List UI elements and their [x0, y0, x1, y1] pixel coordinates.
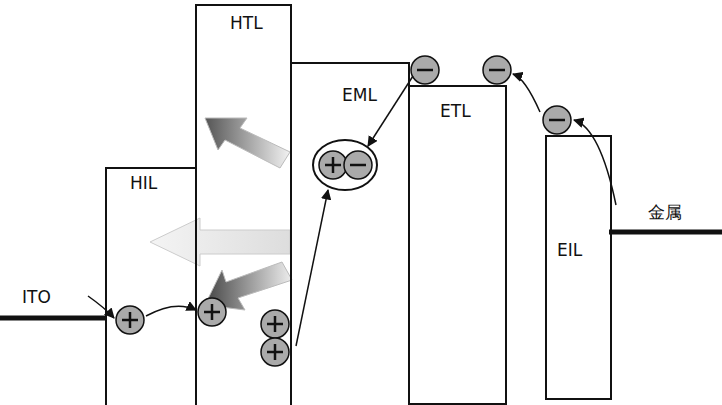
electrode-label: ITO [22, 288, 51, 307]
blocking-arrow [205, 118, 290, 168]
layer-label: EML [342, 86, 377, 105]
electron-particles [411, 56, 571, 134]
hil-layer: HIL [105, 167, 197, 405]
exciton-hole [319, 151, 347, 179]
etl-layer: ETL [408, 85, 507, 405]
layer-label: HIL [130, 174, 157, 193]
layer-label: HTL [230, 14, 263, 33]
htl-layer: HTL [195, 4, 292, 405]
blocking-arrow [150, 218, 290, 266]
layer-label: EIL [557, 241, 582, 260]
exciton-outline [313, 140, 377, 190]
eml-layer: EML [290, 62, 410, 405]
ito-electrode [0, 316, 106, 321]
electrode-label: 金属 [648, 203, 682, 222]
hole-particles [116, 298, 289, 366]
motion-arrows [88, 74, 616, 346]
layer-label: ETL [440, 102, 471, 121]
eil-layer: EIL [545, 135, 612, 400]
metal-electrode [609, 230, 722, 235]
exciton-electron [344, 151, 372, 179]
